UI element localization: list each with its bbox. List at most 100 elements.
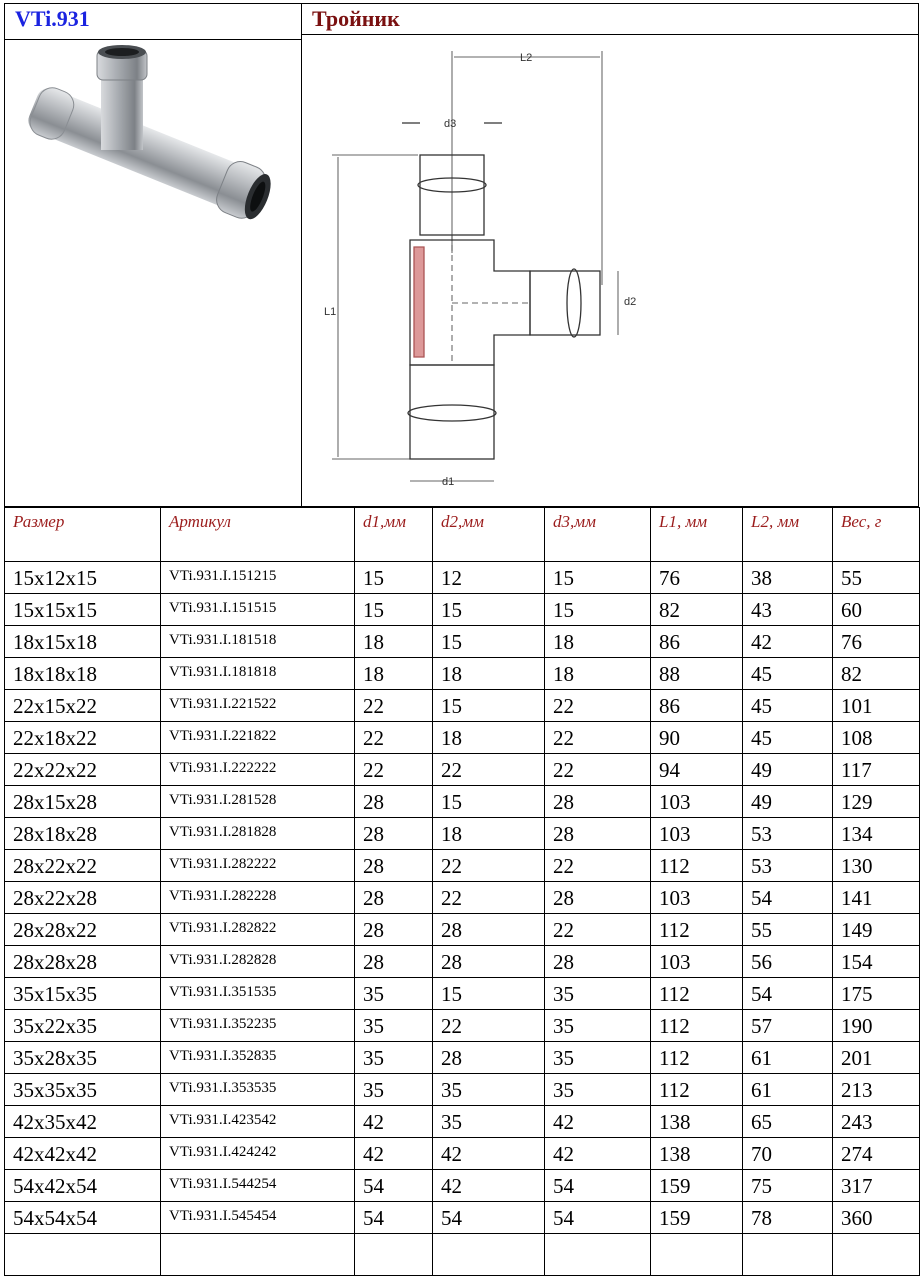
- cell-l2: 49: [742, 785, 833, 818]
- cell-d2: 22: [432, 1009, 545, 1042]
- cell-d2: 15: [432, 625, 545, 658]
- cell-l2: 61: [742, 1041, 833, 1074]
- cell-d1: 22: [354, 753, 433, 786]
- cell-weight: 108: [832, 721, 920, 754]
- cell-l1: 112: [650, 913, 743, 946]
- cell-empty: [432, 1233, 545, 1276]
- cell-d3: 22: [544, 849, 651, 882]
- cell-d1: 35: [354, 977, 433, 1010]
- product-name: Тройник: [302, 4, 918, 35]
- cell-l2: 45: [742, 689, 833, 722]
- cell-article: VTi.931.I.221522: [160, 689, 355, 722]
- cell-l2: 55: [742, 913, 833, 946]
- cell-size: 28x22x28: [4, 881, 161, 914]
- cell-weight: 213: [832, 1073, 920, 1106]
- cell-l1: 103: [650, 881, 743, 914]
- cell-d2: 22: [432, 849, 545, 882]
- cell-article: VTi.931.I.221822: [160, 721, 355, 754]
- cell-d3: 22: [544, 753, 651, 786]
- cell-l2: 54: [742, 881, 833, 914]
- cell-l1: 103: [650, 817, 743, 850]
- cell-weight: 134: [832, 817, 920, 850]
- dim-d1-label: d1: [442, 476, 454, 488]
- cell-size: 18x18x18: [4, 657, 161, 690]
- cell-d3: 54: [544, 1169, 651, 1202]
- cell-l1: 88: [650, 657, 743, 690]
- cell-article: VTi.931.I.282222: [160, 849, 355, 882]
- cell-d2: 15: [432, 689, 545, 722]
- cell-d1: 35: [354, 1009, 433, 1042]
- cell-l2: 49: [742, 753, 833, 786]
- col-header-d1: d1,мм: [354, 507, 433, 562]
- cell-l2: 61: [742, 1073, 833, 1106]
- cell-article: VTi.931.I.424242: [160, 1137, 355, 1170]
- cell-article: VTi.931.I.222222: [160, 753, 355, 786]
- cell-d2: 12: [432, 561, 545, 594]
- cell-article: VTi.931.I.282228: [160, 881, 355, 914]
- cell-d1: 15: [354, 593, 433, 626]
- cell-weight: 117: [832, 753, 920, 786]
- cell-d1: 28: [354, 785, 433, 818]
- cell-d3: 28: [544, 945, 651, 978]
- cell-d3: 42: [544, 1105, 651, 1138]
- cell-size: 42x42x42: [4, 1137, 161, 1170]
- drawing-column: Тройник L2 d3 L1: [302, 4, 918, 506]
- cell-article: VTi.931.I.352235: [160, 1009, 355, 1042]
- cell-d3: 28: [544, 817, 651, 850]
- col-header-d2: d2,мм: [432, 507, 545, 562]
- cell-size: 35x22x35: [4, 1009, 161, 1042]
- cell-article: VTi.931.I.351535: [160, 977, 355, 1010]
- cell-size: 28x18x28: [4, 817, 161, 850]
- cell-empty: [4, 1233, 161, 1276]
- cell-d3: 54: [544, 1201, 651, 1234]
- cell-d1: 54: [354, 1169, 433, 1202]
- cell-weight: 175: [832, 977, 920, 1010]
- cell-size: 28x15x28: [4, 785, 161, 818]
- cell-d3: 18: [544, 625, 651, 658]
- cell-weight: 129: [832, 785, 920, 818]
- cell-l1: 138: [650, 1137, 743, 1170]
- cell-d2: 28: [432, 945, 545, 978]
- tee-fitting-photo-icon: [28, 45, 271, 220]
- cell-d3: 15: [544, 593, 651, 626]
- cell-weight: 274: [832, 1137, 920, 1170]
- cell-size: 35x15x35: [4, 977, 161, 1010]
- cell-d3: 22: [544, 689, 651, 722]
- cell-d2: 35: [432, 1105, 545, 1138]
- cell-article: VTi.931.I.423542: [160, 1105, 355, 1138]
- cell-size: 35x28x35: [4, 1041, 161, 1074]
- cell-l1: 138: [650, 1105, 743, 1138]
- cell-d2: 15: [432, 785, 545, 818]
- cell-d3: 15: [544, 561, 651, 594]
- cell-weight: 130: [832, 849, 920, 882]
- cell-empty: [160, 1233, 355, 1276]
- cell-l2: 57: [742, 1009, 833, 1042]
- cell-l2: 75: [742, 1169, 833, 1202]
- cell-d1: 35: [354, 1073, 433, 1106]
- cell-d2: 18: [432, 721, 545, 754]
- cell-d1: 28: [354, 881, 433, 914]
- cell-d3: 22: [544, 721, 651, 754]
- cell-weight: 154: [832, 945, 920, 978]
- cell-d1: 22: [354, 689, 433, 722]
- cell-d3: 35: [544, 977, 651, 1010]
- cell-d2: 22: [432, 753, 545, 786]
- cell-size: 15x15x15: [4, 593, 161, 626]
- cell-d1: 28: [354, 817, 433, 850]
- cell-d2: 18: [432, 657, 545, 690]
- cell-empty: [354, 1233, 433, 1276]
- cell-article: VTi.931.I.281528: [160, 785, 355, 818]
- cell-article: VTi.931.I.151515: [160, 593, 355, 626]
- product-photo: [5, 40, 301, 506]
- cell-l1: 103: [650, 785, 743, 818]
- cell-l1: 82: [650, 593, 743, 626]
